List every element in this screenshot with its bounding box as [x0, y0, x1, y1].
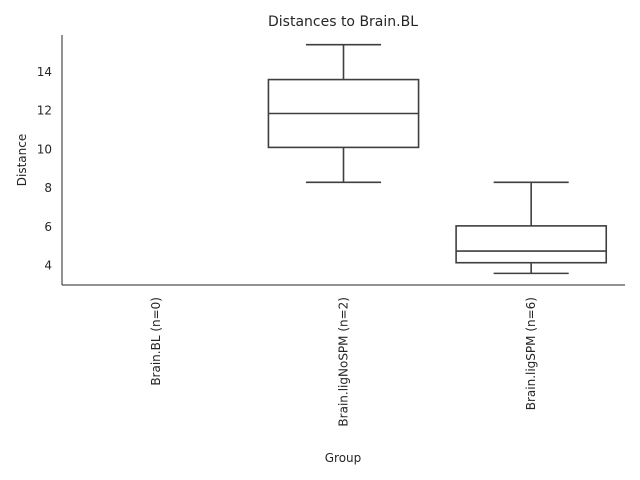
y-ticks: 4 6 8 10 12 14	[37, 65, 52, 273]
y-axis-label: Distance	[15, 134, 29, 186]
x-axis-label: Group	[325, 451, 362, 465]
y-tick-label: 10	[37, 142, 52, 156]
y-tick-label: 6	[44, 220, 52, 234]
x-ticks: Brain.BL (n=0) Brain.ligNoSPM (n=2) Brain.…	[149, 297, 538, 427]
chart-title: Distances to Brain.BL	[268, 14, 418, 30]
x-tick-label: Brain.BL (n=0)	[149, 297, 163, 386]
x-tick-label: Brain.ligSPM (n=6)	[524, 297, 538, 410]
y-tick-label: 8	[44, 181, 52, 195]
box	[455, 225, 608, 264]
y-tick-label: 4	[44, 259, 52, 273]
box-layer	[267, 43, 608, 275]
y-tick-label: 12	[37, 104, 52, 118]
y-tick-label: 14	[37, 65, 52, 79]
x-tick-label: Brain.ligNoSPM (n=2)	[337, 297, 351, 427]
